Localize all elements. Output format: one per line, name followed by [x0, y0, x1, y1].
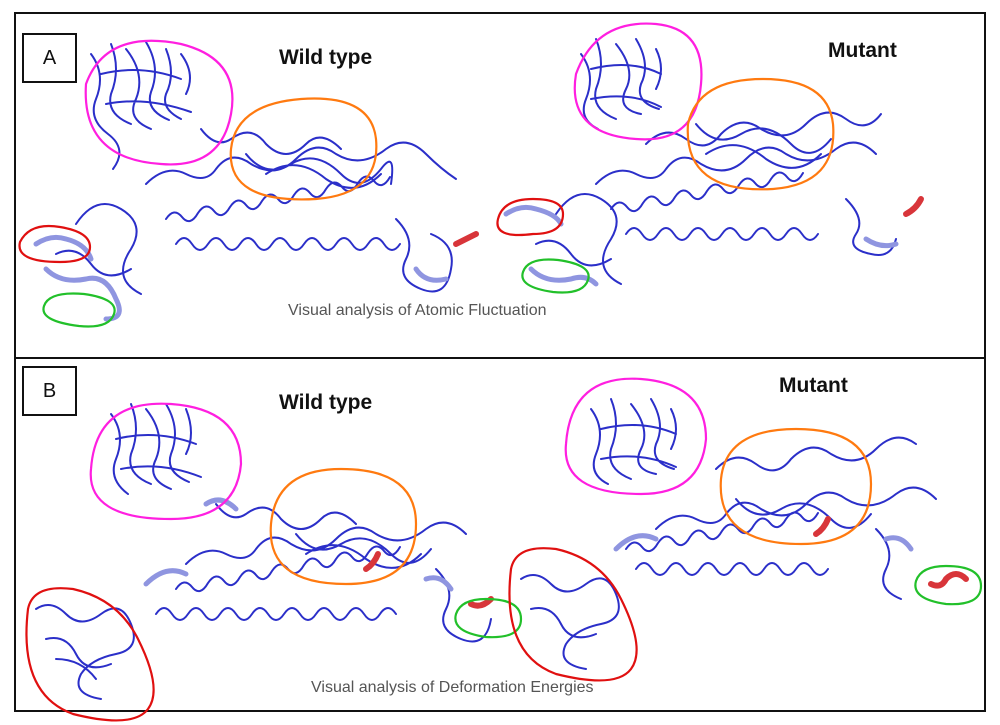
panel-b-mutant-thick-loops — [613, 533, 914, 552]
panel-a-mutant-backbone — [535, 38, 897, 285]
panel-b: B Wild type Mutant Visual analysis of De… — [16, 359, 984, 722]
panel-a-letter: A — [22, 33, 77, 83]
panel-b-mutant-red-circle — [508, 547, 638, 682]
panel-a-mutant-orange-circle — [686, 77, 835, 191]
panel-a-wildtype-orange-circle — [229, 97, 378, 201]
panel-a-wildtype-magenta-circle — [84, 39, 234, 166]
panel-b-wildtype-red-circle — [25, 587, 155, 722]
panel-b-letter: B — [22, 366, 77, 416]
panel-a-wildtype-red-circle — [18, 224, 92, 264]
panel-b-wildtype-title: Wild type — [279, 391, 373, 414]
panel-a: A Wild type Mutant Visual analysis of At… — [16, 14, 984, 359]
panel-b-caption: Visual analysis of Deformation Energies — [311, 679, 594, 696]
panel-a-letter-text: A — [42, 46, 57, 69]
panel-a-mutant-magenta-circle — [573, 22, 703, 141]
panel-a-caption: Visual analysis of Atomic Fluctuation — [288, 302, 547, 319]
panel-a-wildtype-hotspot — [453, 231, 479, 247]
panel-b-mutant-orange-circle — [719, 427, 873, 546]
panel-b-mutant-hotspots — [813, 516, 969, 589]
panel-a-mutant-green-circle — [521, 258, 590, 294]
panel-b-mutant-green-circle — [914, 564, 983, 606]
panel-b-wildtype-green-circle — [454, 597, 523, 639]
panel-a-wildtype-backbone — [55, 41, 457, 295]
panel-b-mutant-title: Mutant — [779, 374, 848, 397]
panel-b-wildtype-thick-loops — [143, 497, 454, 592]
panel-b-mutant-magenta-circle — [564, 377, 708, 496]
panel-b-wildtype-orange-circle — [269, 467, 418, 586]
panel-a-mutant-title: Mutant — [828, 39, 897, 62]
panel-a-mutant-thick-loops — [503, 204, 899, 287]
panel-b-structure-illustration — [25, 377, 983, 722]
panel-b-wildtype-magenta-circle — [89, 402, 243, 521]
panel-a-structure-illustration — [18, 22, 924, 328]
panel-a-wildtype-green-circle — [42, 292, 116, 328]
panel-a-wildtype-title: Wild type — [279, 46, 373, 69]
panel-b-wildtype-hotspots — [363, 551, 494, 609]
panel-a-mutant-red-circle — [496, 197, 565, 237]
panel-a-mutant-hotspot — [903, 196, 924, 217]
figure-frame: A Wild type Mutant Visual analysis of At… — [14, 12, 986, 722]
panel-b-letter-text: B — [42, 379, 57, 402]
panel-b-wildtype-backbone — [35, 403, 492, 700]
panel-b-mutant-backbone — [520, 398, 937, 670]
panel-a-wildtype-thick-loops — [33, 234, 449, 322]
